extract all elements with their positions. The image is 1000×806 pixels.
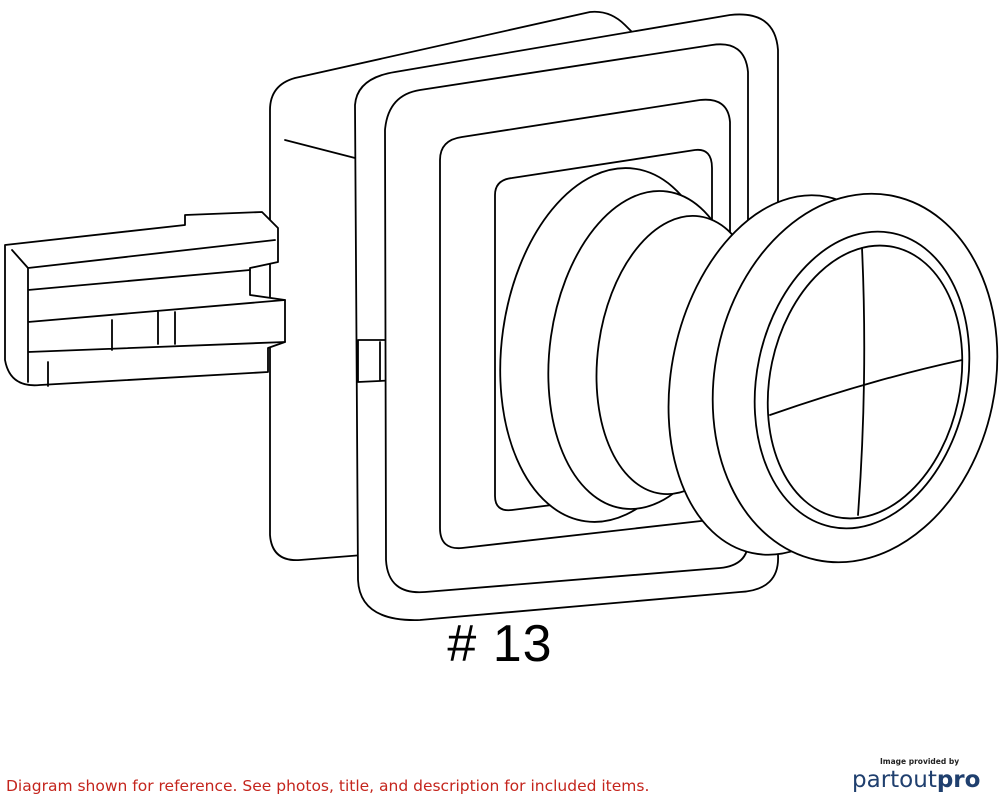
disclaimer-text: Diagram shown for reference. See photos,… bbox=[6, 777, 650, 795]
housing-back-edge bbox=[285, 140, 355, 158]
part-number-label: # 13 bbox=[447, 615, 553, 673]
lens-crosshair bbox=[770, 248, 962, 515]
lens-glass-inner bbox=[743, 227, 986, 536]
credit-caption: Image provided by bbox=[880, 757, 960, 766]
partoutpro-logo: partoutpro bbox=[852, 768, 992, 792]
connector-tab bbox=[5, 212, 285, 385]
logo-part-text: partout bbox=[852, 767, 937, 793]
logo-pro-text: pro bbox=[936, 767, 981, 793]
image-credit: Image provided by partoutpro bbox=[852, 757, 992, 792]
connector-tab-lines bbox=[12, 240, 285, 386]
